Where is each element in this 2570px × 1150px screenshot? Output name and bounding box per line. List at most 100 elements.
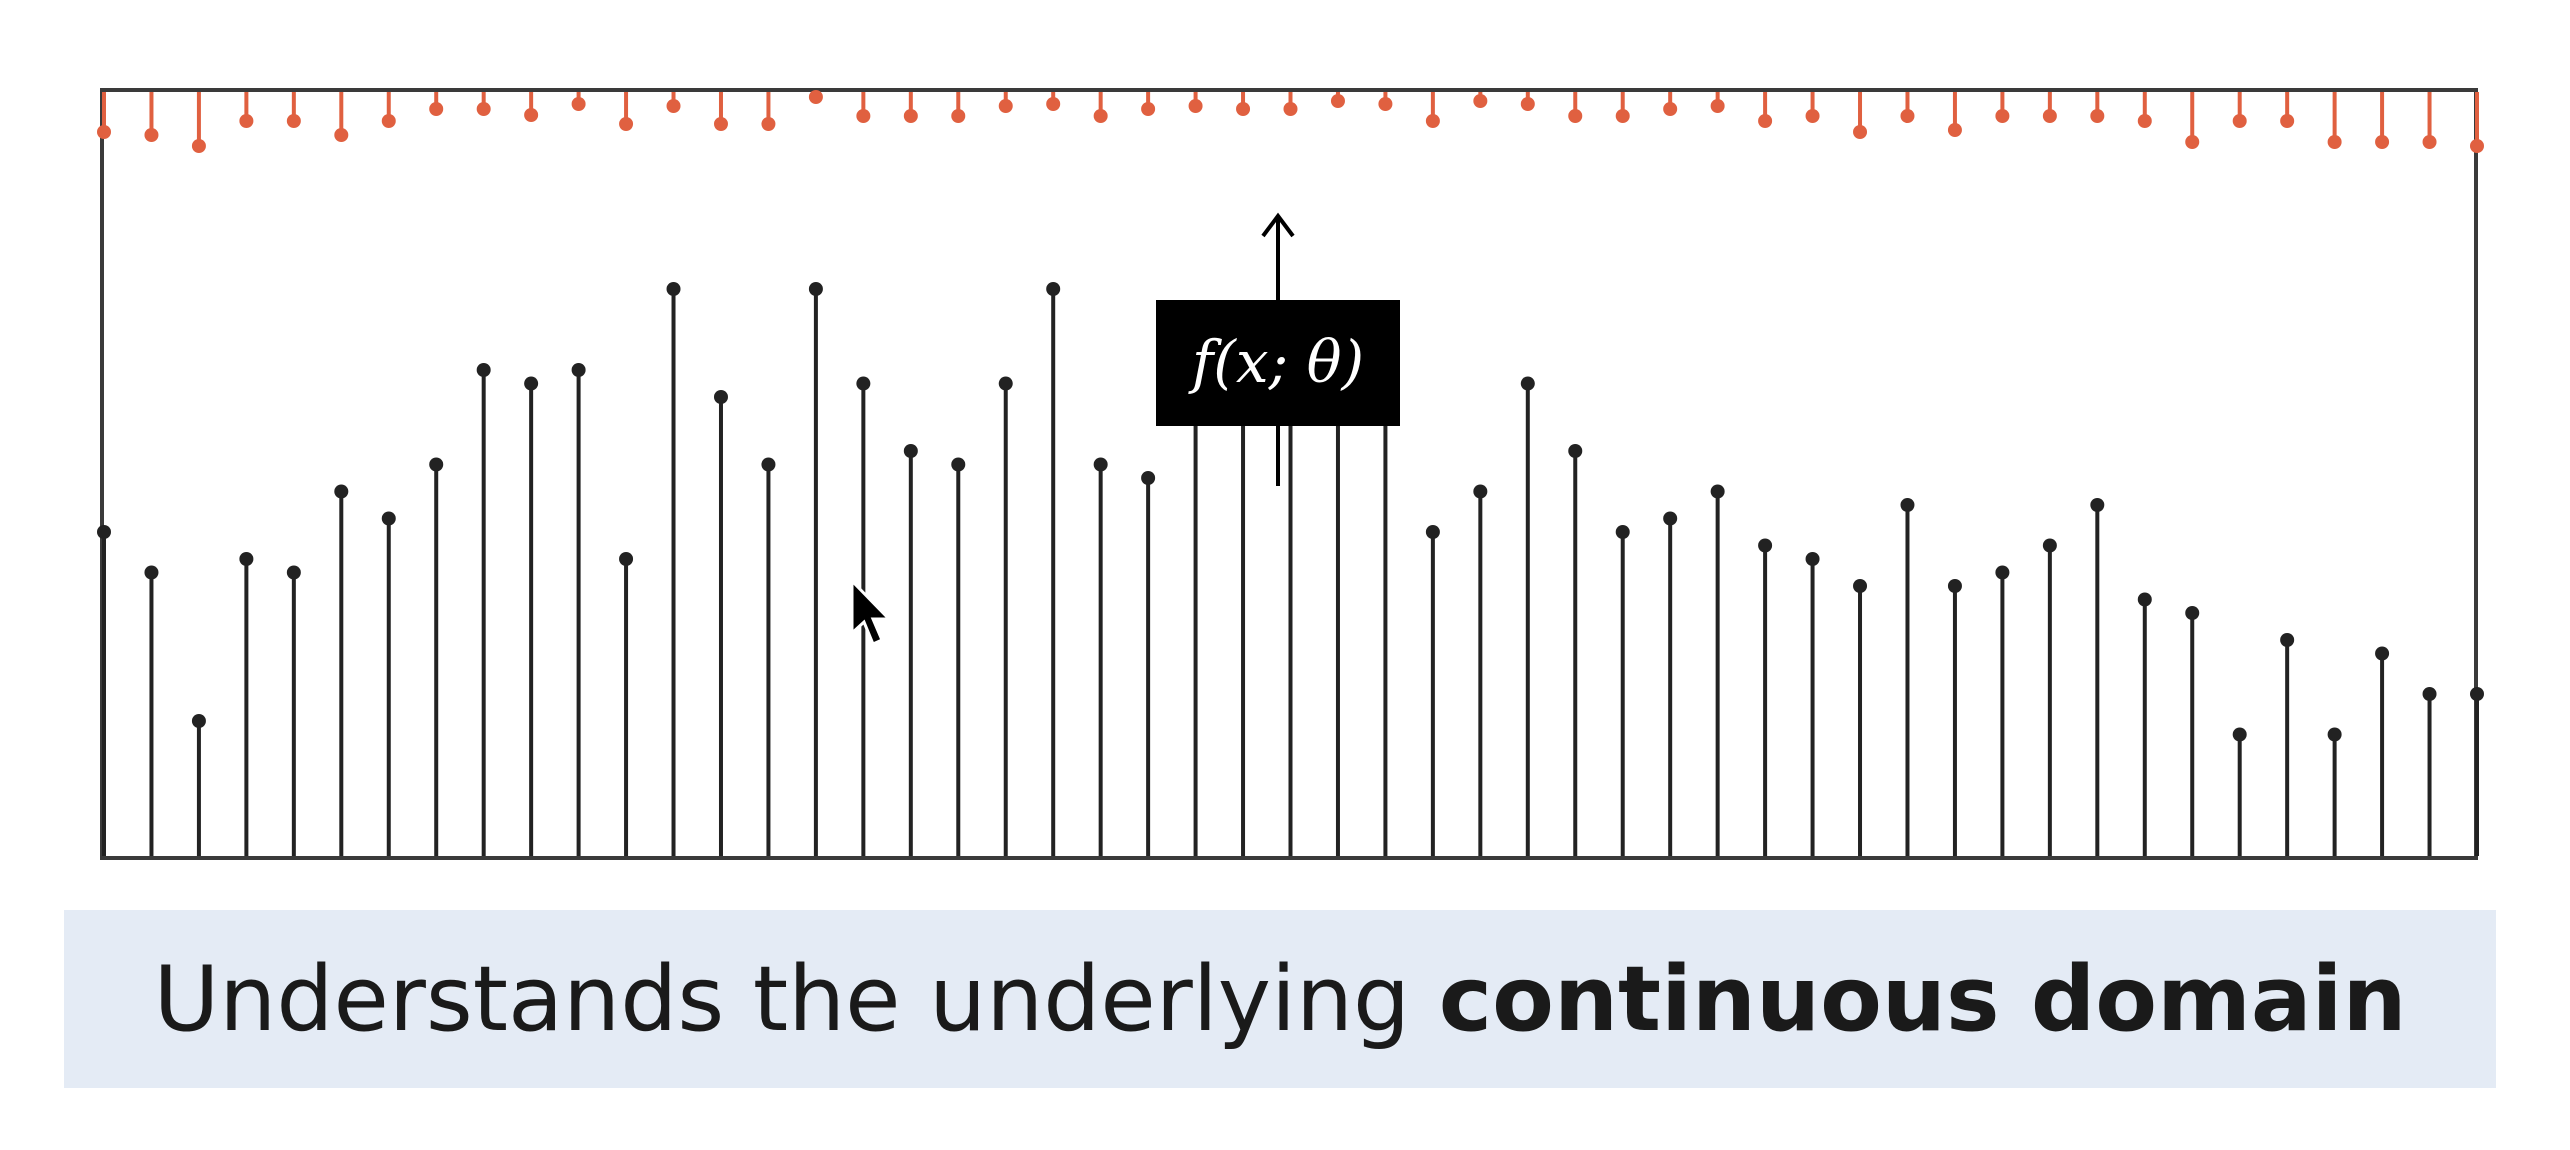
input-point <box>1046 282 1061 296</box>
input-point <box>1141 471 1156 485</box>
output-point <box>1947 123 1962 137</box>
output-point <box>2470 139 2484 153</box>
input-point <box>1568 444 1583 458</box>
input-point <box>1425 525 1440 539</box>
input-point <box>1093 457 1108 472</box>
output-point <box>429 102 444 116</box>
input-point <box>571 363 586 377</box>
output-point <box>1758 114 1773 128</box>
output-point <box>951 109 966 123</box>
output-point <box>381 114 396 128</box>
output-point <box>97 125 111 139</box>
input-point <box>903 444 918 458</box>
input-point <box>2280 633 2295 647</box>
input-point <box>761 457 776 472</box>
input-point <box>2375 646 2390 661</box>
output-point <box>1141 102 1156 116</box>
output-point <box>713 117 728 131</box>
output-point <box>286 114 301 128</box>
output-point <box>619 117 634 131</box>
output-point <box>1283 102 1298 116</box>
output-point <box>2280 114 2295 128</box>
input-point <box>619 552 634 566</box>
plot-frame <box>100 88 2478 860</box>
output-point <box>1425 114 1440 128</box>
input-point <box>476 363 491 377</box>
output-point <box>1805 109 1820 123</box>
input-point <box>1853 579 1868 593</box>
output-point <box>2327 135 2342 149</box>
output-point <box>1330 94 1345 108</box>
input-point <box>951 457 966 472</box>
output-samples <box>97 90 2484 153</box>
output-point <box>1046 97 1061 111</box>
input-point <box>2327 727 2342 742</box>
input-point <box>713 390 728 404</box>
input-point <box>2470 687 2484 701</box>
output-point <box>1473 94 1488 108</box>
output-point <box>856 109 871 123</box>
input-point <box>1615 525 1630 539</box>
output-point <box>1663 102 1678 116</box>
caption-bar: Understands the underlying continuous do… <box>64 910 2496 1088</box>
input-point <box>2422 687 2437 701</box>
function-label: f(x; θ) <box>1188 328 1364 396</box>
input-point <box>1947 579 1962 593</box>
input-point <box>1663 511 1678 526</box>
input-point <box>191 714 206 728</box>
arrow-up-icon <box>1261 212 1295 238</box>
input-point <box>998 376 1013 391</box>
output-point <box>1378 97 1393 111</box>
output-point <box>903 109 918 123</box>
output-point <box>2042 109 2057 123</box>
output-point <box>191 139 206 153</box>
input-point <box>856 376 871 391</box>
output-point <box>1236 102 1251 116</box>
input-point <box>2090 498 2105 512</box>
input-point <box>1710 484 1725 499</box>
output-point <box>2185 135 2200 149</box>
output-point <box>571 97 586 111</box>
output-point <box>1853 125 1868 139</box>
input-point <box>1805 552 1820 566</box>
input-point <box>1900 498 1915 512</box>
output-point <box>2422 135 2437 149</box>
output-point <box>2232 114 2247 128</box>
mouse-cursor-icon <box>850 578 893 646</box>
output-point <box>1615 109 1630 123</box>
output-point <box>761 117 776 131</box>
output-point <box>144 128 159 142</box>
caption: Understands the underlying continuous do… <box>153 947 2406 1052</box>
output-point <box>666 99 681 113</box>
input-point <box>97 525 111 539</box>
output-point <box>239 114 254 128</box>
input-point <box>334 484 349 499</box>
input-point <box>381 511 396 526</box>
input-point <box>1473 484 1488 499</box>
input-point <box>808 282 823 296</box>
output-point <box>1093 109 1108 123</box>
output-point <box>2090 109 2105 123</box>
input-point <box>429 457 444 472</box>
output-point <box>808 90 823 104</box>
output-point <box>1188 99 1203 113</box>
input-point <box>1758 538 1773 553</box>
input-point <box>1995 565 2010 580</box>
output-point <box>1710 99 1725 113</box>
output-point <box>2375 135 2390 149</box>
output-point <box>2137 114 2152 128</box>
output-point <box>334 128 349 142</box>
input-point <box>2232 727 2247 742</box>
output-point <box>998 99 1013 113</box>
output-point <box>1995 109 2010 123</box>
output-point <box>1520 97 1535 111</box>
input-point <box>2137 592 2152 607</box>
output-point <box>1900 109 1915 123</box>
input-samples <box>97 282 2484 856</box>
caption-regular: Understands the underlying <box>153 946 1439 1052</box>
function-box <box>1156 300 1400 426</box>
caption-bold: continuous domain <box>1438 946 2407 1052</box>
input-point <box>2185 606 2200 620</box>
